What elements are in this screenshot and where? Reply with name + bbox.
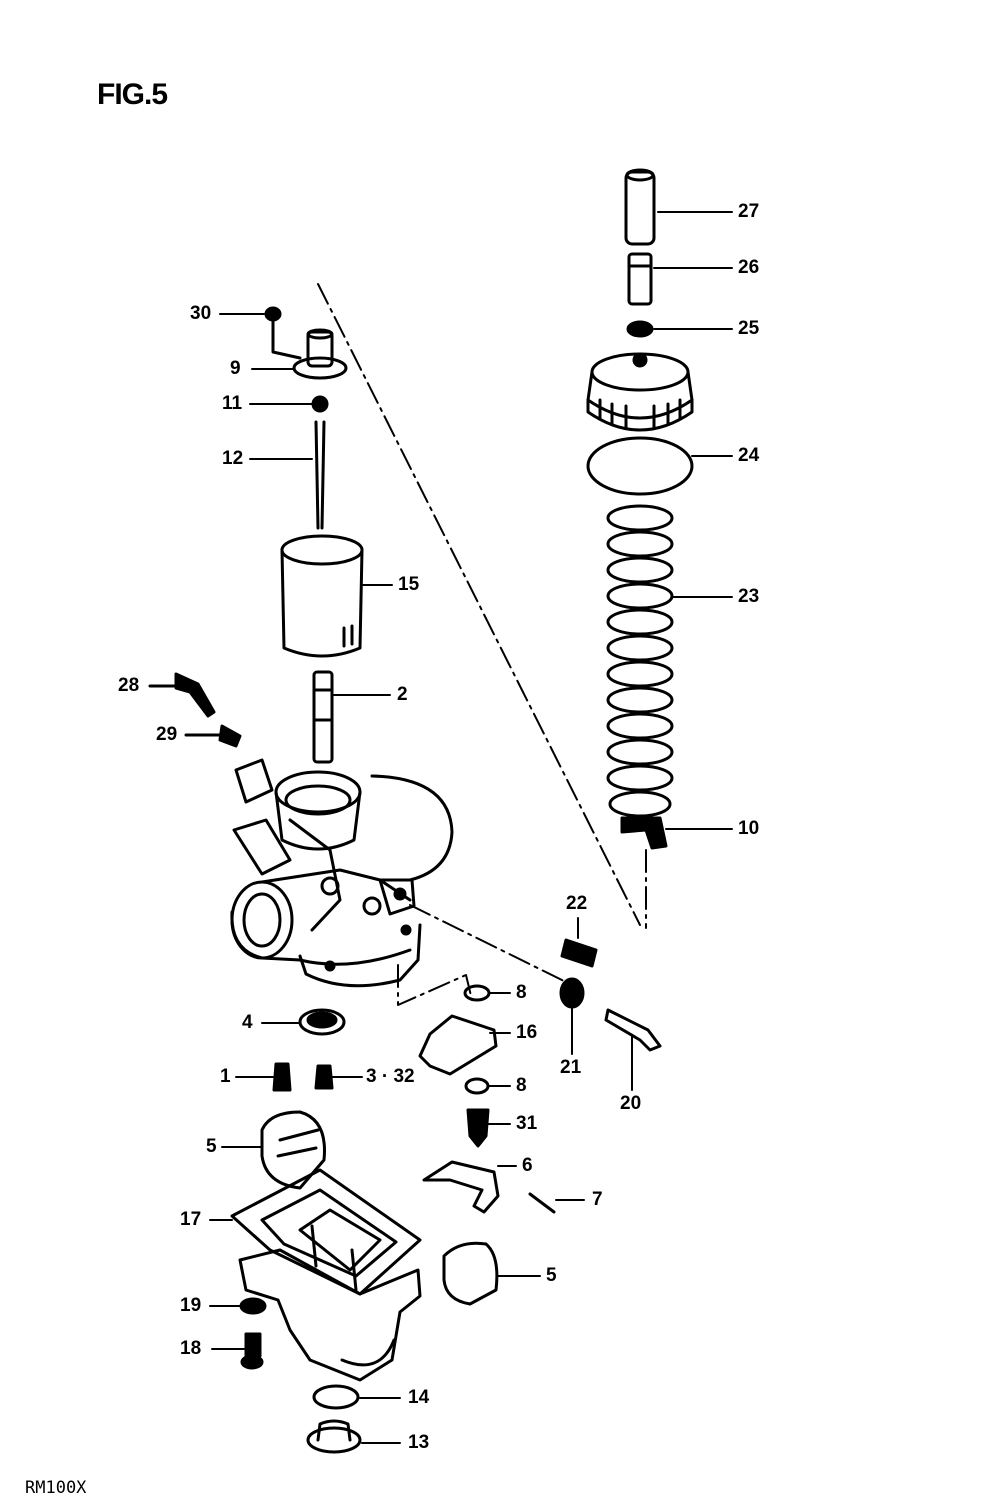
part-13-plug (306, 1419, 362, 1454)
part-17-gasket (230, 1168, 422, 1296)
callout-9: 9 (230, 358, 241, 379)
callout-20: 20 (620, 1093, 642, 1114)
callout-5-upper: 5 (206, 1136, 217, 1157)
assembly-lines (317, 283, 647, 1006)
callout-28: 28 (118, 675, 140, 696)
callout-26: 26 (738, 257, 760, 278)
model-code: RM100X (25, 1478, 87, 1498)
callout-18: 18 (180, 1338, 202, 1359)
callout-8-upper: 8 (516, 982, 527, 1003)
part-1-jet (272, 1062, 292, 1092)
part-float-chamber (238, 1208, 422, 1382)
part-12-needle (314, 420, 326, 530)
callout-30: 30 (190, 303, 212, 324)
part-3-jet (314, 1064, 334, 1090)
part-14-o-ring (312, 1384, 360, 1410)
part-29-screw (184, 724, 242, 748)
callout-5-lower: 5 (546, 1265, 557, 1286)
part-2-needle-jet (312, 670, 334, 764)
part-5-float-lower (442, 1241, 499, 1306)
callout-10: 10 (738, 818, 760, 839)
callout-2: 2 (397, 684, 408, 705)
part-27-plunger (624, 168, 656, 246)
part-23-spring (606, 504, 674, 818)
part-8-washer-upper (463, 984, 491, 1002)
part-5-float-upper (260, 1110, 326, 1190)
callout-3-32: 3 · 32 (366, 1066, 415, 1087)
part-19-washer (239, 1297, 267, 1315)
part-9-holder (292, 328, 348, 380)
part-10-clip (620, 816, 668, 850)
callout-13: 13 (408, 1432, 430, 1453)
part-26-adjuster (627, 252, 653, 306)
callout-24: 24 (738, 445, 760, 466)
callout-19: 19 (180, 1295, 202, 1316)
callout-4: 4 (242, 1012, 253, 1033)
callout-12: 12 (222, 448, 244, 469)
part-30-screw (264, 306, 302, 360)
leader-lines (209, 211, 733, 1444)
callout-15: 15 (398, 574, 420, 595)
part-7-pin (528, 1192, 556, 1214)
callout-25: 25 (738, 318, 760, 339)
part-15-throttle-valve (280, 534, 364, 658)
callout-23: 23 (738, 586, 760, 607)
part-25-nut (626, 320, 654, 338)
part-31-valve (466, 1108, 490, 1148)
part-8-washer-lower (464, 1077, 490, 1095)
callout-21: 21 (560, 1057, 582, 1078)
part-22-screw (560, 938, 598, 968)
part-16-plate (418, 1014, 498, 1076)
part-28-screw (148, 672, 216, 718)
part-21-cap (559, 977, 585, 1009)
callout-29: 29 (156, 724, 178, 745)
part-carburetor-body (230, 758, 454, 988)
figure-title: FIG.5 (97, 78, 168, 111)
callout-6: 6 (522, 1155, 533, 1176)
callout-11: 11 (222, 393, 243, 414)
callout-1: 1 (220, 1066, 231, 1087)
callout-7: 7 (592, 1189, 603, 1210)
part-4-seat (298, 1008, 346, 1036)
callout-31: 31 (516, 1113, 538, 1134)
callout-27: 27 (738, 201, 760, 222)
part-11-clip (311, 395, 329, 413)
part-6-arm (422, 1160, 500, 1214)
callout-8-lower: 8 (516, 1075, 527, 1096)
part-top-cap (586, 352, 694, 432)
callout-14: 14 (408, 1387, 430, 1408)
callout-22: 22 (566, 893, 588, 914)
callout-17: 17 (180, 1209, 202, 1230)
callout-16: 16 (516, 1022, 538, 1043)
part-24-o-ring (586, 436, 694, 496)
part-18-screw (240, 1332, 264, 1370)
part-20-screw (604, 1008, 662, 1052)
